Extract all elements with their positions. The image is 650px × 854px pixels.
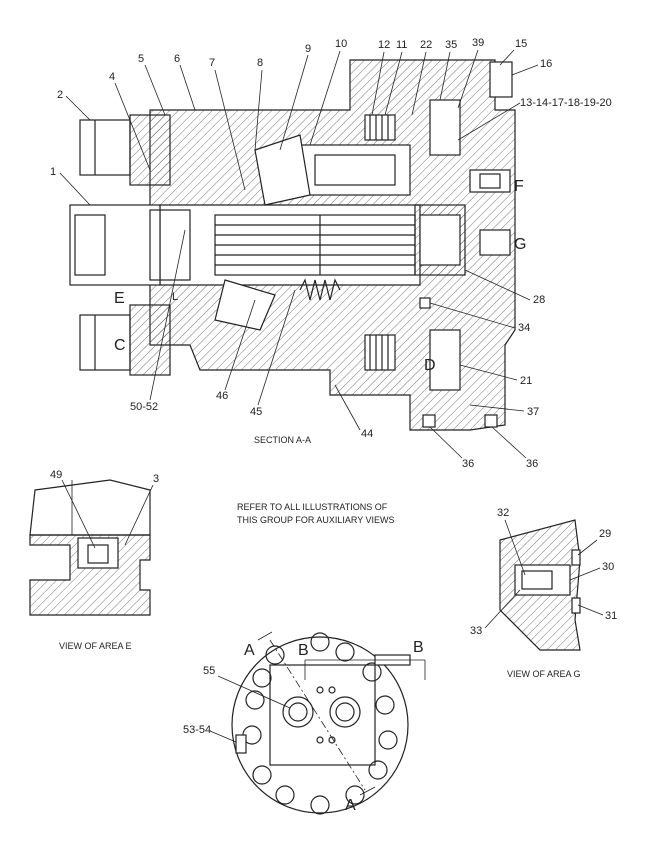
part-label-5: 5 — [138, 53, 144, 65]
part-labels-main: 1 2 4 5 6 7 8 9 10 12 11 22 35 39 15 16 … — [50, 37, 612, 470]
part-label-3: 3 — [153, 473, 159, 485]
note-line-2: THIS GROUP FOR AUXILIARY VIEWS — [237, 515, 395, 525]
view-area-g-drawing — [499, 519, 581, 651]
part-label-50-52: 50-52 — [130, 401, 158, 413]
view-area-e-drawing — [29, 479, 151, 616]
part-label-22: 22 — [420, 39, 432, 51]
disc-stack-top — [369, 115, 389, 140]
part-label-11: 11 — [396, 39, 407, 51]
section-b-letter-right: B — [413, 639, 424, 656]
part-label-28: 28 — [533, 294, 545, 306]
part-label-1: 1 — [50, 166, 56, 178]
flange-view-drawing — [231, 631, 426, 815]
part-label-29: 29 — [599, 528, 611, 540]
section-a-letter-top: A — [244, 642, 255, 659]
part-label-37: 37 — [527, 406, 539, 418]
part-label-7: 7 — [209, 57, 215, 69]
part-label-55: 55 — [203, 665, 215, 677]
part-label-39: 39 — [472, 37, 484, 49]
part-label-21: 21 — [520, 375, 532, 387]
flange-bolt-holes — [242, 632, 398, 815]
part-label-8: 8 — [257, 57, 263, 69]
part-label-44: 44 — [361, 428, 373, 440]
section-a-a-drawing — [69, 59, 516, 431]
part-label-4: 4 — [109, 71, 115, 83]
part-label-49: 49 — [50, 469, 62, 481]
part-label-33: 33 — [470, 625, 482, 637]
part-label-2: 2 — [57, 89, 63, 101]
spline-shaft — [214, 214, 416, 276]
part-label-32: 32 — [497, 507, 509, 519]
area-e-letter: E — [114, 290, 125, 307]
view-area-g-caption: VIEW OF AREA G — [507, 669, 581, 679]
section-title: SECTION A-A — [254, 435, 311, 445]
port-f-letter: F — [514, 178, 524, 195]
part-label-15: 15 — [515, 38, 527, 50]
part-label-35: 35 — [445, 39, 457, 51]
section-b-letter-left: B — [298, 642, 309, 659]
marker-l-letter: L — [172, 291, 178, 303]
part-label-53-54: 53-54 — [183, 724, 211, 736]
part-label-9: 9 — [305, 43, 311, 55]
note-line-1: REFER TO ALL ILLUSTRATIONS OF — [237, 502, 388, 512]
part-label-46: 46 — [216, 390, 228, 402]
part-label-36-left: 36 — [462, 458, 474, 470]
part-label-45: 45 — [250, 406, 262, 418]
section-a-letter-bottom: A — [345, 797, 356, 814]
spring — [299, 278, 341, 301]
part-label-10: 10 — [335, 38, 347, 50]
part-label-12: 12 — [378, 39, 390, 51]
part-label-30: 30 — [602, 561, 614, 573]
part-label-16: 16 — [540, 58, 552, 70]
view-area-e-caption: VIEW OF AREA E — [59, 641, 132, 651]
part-label-31: 31 — [605, 610, 617, 622]
disc-stack-bottom — [369, 335, 389, 370]
port-d-letter: D — [424, 357, 436, 374]
part-label-34: 34 — [518, 322, 530, 334]
port-g-letter: G — [514, 236, 526, 253]
port-c-letter: C — [114, 337, 126, 354]
part-label-6: 6 — [174, 53, 180, 65]
part-label-36-right: 36 — [526, 458, 538, 470]
part-label-13-20: 13-14-17-18-19-20 — [520, 97, 612, 109]
